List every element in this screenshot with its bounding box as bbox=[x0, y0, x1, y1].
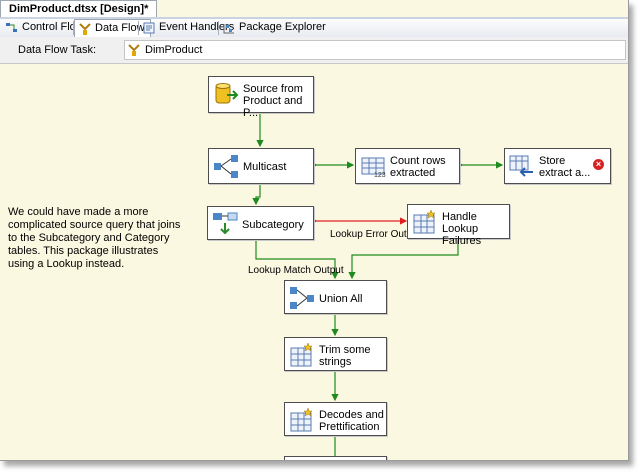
raw-file-destination-icon bbox=[509, 153, 535, 179]
tab-label: Package Explorer bbox=[239, 21, 326, 33]
component-label: Source from Product and P... bbox=[243, 83, 303, 119]
path-label-lookup-error[interactable]: Lookup Error Output bbox=[330, 229, 421, 240]
tab-separator bbox=[138, 21, 139, 35]
component-subcategory-lookup[interactable]: Subcategory bbox=[207, 206, 314, 240]
path-lookup-match bbox=[255, 238, 339, 280]
package-designer-window: DimProduct.dtsx [Design]* Control Flow D… bbox=[0, 0, 629, 461]
component-decodes-prettification[interactable]: Decodes and Prettification bbox=[284, 402, 387, 436]
component-multicast[interactable]: Multicast bbox=[208, 148, 314, 184]
database-source-icon bbox=[213, 81, 239, 107]
component-source[interactable]: Source from Product and P... bbox=[208, 76, 314, 119]
tab-label: Control Flow bbox=[22, 21, 84, 33]
document-tab-strip bbox=[0, 17, 628, 19]
lookup-icon bbox=[212, 211, 238, 237]
tab-label: Event Handlers bbox=[159, 21, 235, 33]
tab-package-explorer[interactable]: Package Explorer bbox=[219, 19, 326, 36]
tab-event-handlers[interactable]: Event Handlers bbox=[139, 19, 234, 36]
component-label: Multicast bbox=[243, 161, 287, 173]
canvas-annotation[interactable]: We could have made a more complicated so… bbox=[8, 206, 181, 270]
event-handlers-icon bbox=[143, 22, 155, 34]
component-next-partial[interactable] bbox=[284, 456, 387, 460]
data-flow-task-bar: Data Flow Task: DimProduct bbox=[0, 37, 628, 64]
svg-text:123: 123 bbox=[374, 172, 386, 179]
data-flow-icon bbox=[79, 22, 91, 35]
data-flow-task-label: Data Flow Task: bbox=[18, 44, 97, 56]
data-flow-canvas[interactable]: Source from Product and P... Multicast 1… bbox=[0, 64, 628, 460]
multicast-icon bbox=[213, 153, 239, 179]
component-label: Union All bbox=[319, 293, 363, 305]
tab-separator bbox=[73, 21, 74, 35]
union-all-icon bbox=[289, 285, 315, 311]
package-explorer-icon bbox=[223, 22, 235, 34]
component-label: Subcategory bbox=[242, 219, 304, 231]
component-label: Handle Lookup Failures bbox=[442, 211, 482, 247]
tab-separator bbox=[218, 21, 219, 35]
component-count-rows[interactable]: 123 Count rows extracted bbox=[355, 148, 460, 184]
path-multicast-subcategory bbox=[252, 183, 261, 206]
derived-column-icon bbox=[412, 209, 438, 235]
data-flow-task-value: DimProduct bbox=[145, 44, 203, 56]
component-store-extract[interactable]: Store extract a... × bbox=[504, 148, 611, 184]
derived-column-icon bbox=[289, 342, 315, 368]
data-flow-task-icon bbox=[128, 44, 140, 56]
component-label: Count rows extracted bbox=[390, 155, 446, 179]
error-status-icon: × bbox=[593, 159, 604, 170]
control-flow-icon bbox=[6, 22, 18, 34]
row-count-icon: 123 bbox=[360, 153, 386, 179]
derived-column-icon bbox=[289, 407, 315, 433]
tab-label: Data Flow bbox=[95, 22, 145, 34]
component-union-all[interactable]: Union All bbox=[284, 280, 387, 314]
component-trim-strings[interactable]: Trim some strings bbox=[284, 337, 387, 371]
component-label: Decodes and Prettification bbox=[319, 409, 384, 433]
document-tab[interactable]: DimProduct.dtsx [Design]* bbox=[0, 0, 158, 18]
tab-control-flow[interactable]: Control Flow bbox=[2, 19, 84, 36]
designer-tab-bar: Control Flow Data Flow Event Handlers Pa… bbox=[0, 19, 628, 38]
component-label: Trim some strings bbox=[319, 344, 371, 368]
component-handle-lookup-failures[interactable]: Handle Lookup Failures bbox=[407, 204, 510, 247]
component-label: Store extract a... bbox=[539, 155, 591, 179]
path-handle-union bbox=[348, 238, 459, 280]
path-label-lookup-match[interactable]: Lookup Match Output bbox=[248, 265, 344, 276]
data-flow-task-select[interactable]: DimProduct bbox=[124, 40, 626, 60]
